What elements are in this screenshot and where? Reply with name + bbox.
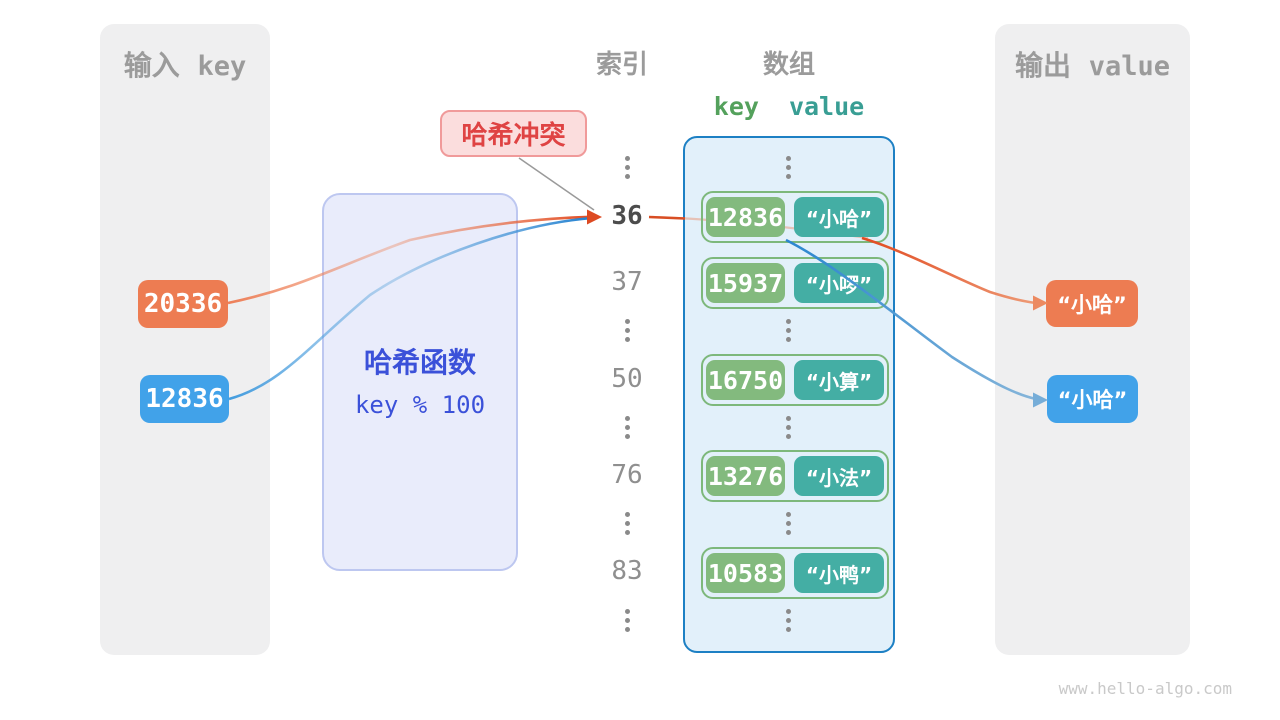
input-key-12836: 12836	[140, 375, 229, 423]
array-key: 15937	[706, 263, 785, 303]
output-title-latin: value	[1088, 51, 1171, 82]
array-key: 12836	[706, 197, 785, 237]
array-row: 16750 “小算”	[701, 354, 889, 406]
hash-function-box: 哈希函数 key % 100	[322, 193, 518, 571]
array-value: “小啰”	[794, 263, 884, 303]
input-panel-title: 输入 key	[100, 44, 270, 84]
output-value-orange: “小哈”	[1046, 280, 1138, 327]
hash-function-formula: key % 100	[354, 391, 486, 419]
watermark: www.hello-algo.com	[1058, 679, 1232, 698]
ellipsis-icon	[785, 156, 791, 179]
output-panel-title: 输出 value	[995, 44, 1190, 84]
ellipsis-icon	[624, 512, 630, 535]
ellipsis-icon	[785, 416, 791, 439]
hash-function-title: 哈希函数	[363, 346, 476, 379]
ellipsis-icon	[624, 319, 630, 342]
output-panel	[995, 24, 1190, 655]
array-value: “小算”	[794, 360, 884, 400]
input-panel	[100, 24, 270, 655]
index-36: 36	[611, 201, 643, 231]
array-key: 10583	[706, 553, 785, 593]
input-title-latin: key	[197, 51, 247, 82]
index-83: 83	[611, 556, 643, 586]
output-value-blue: “小哈”	[1047, 375, 1138, 423]
array-value: “小哈”	[794, 197, 884, 237]
output-title-cjk: 输出	[1014, 49, 1071, 82]
input-key-20336: 20336	[138, 280, 228, 328]
array-value: “小法”	[794, 456, 884, 496]
ellipsis-icon	[785, 512, 791, 535]
array-row: 10583 “小鸭”	[701, 547, 889, 599]
value-header-label: value	[788, 92, 865, 121]
index-37: 37	[611, 267, 643, 297]
array-key: 13276	[706, 456, 785, 496]
key-value-header: key value	[683, 92, 895, 121]
array-row: 13276 “小法”	[701, 450, 889, 502]
ellipsis-icon	[785, 609, 791, 632]
index-76: 76	[611, 460, 643, 490]
collision-pointer-line	[518, 157, 595, 211]
index-column-header: 索引	[595, 50, 648, 80]
input-title-cjk: 输入	[123, 49, 180, 82]
ellipsis-icon	[624, 156, 630, 179]
array-row: 15937 “小啰”	[701, 257, 889, 309]
array-value: “小鸭”	[794, 553, 884, 593]
array-row: 12836 “小哈”	[701, 191, 889, 243]
key-header-label: key	[713, 92, 759, 121]
index-50: 50	[611, 364, 643, 394]
ellipsis-icon	[624, 609, 630, 632]
collision-label: 哈希冲突	[440, 110, 587, 157]
ellipsis-icon	[624, 416, 630, 439]
array-key: 16750	[706, 360, 785, 400]
ellipsis-icon	[785, 319, 791, 342]
array-column-header: 数组	[762, 50, 815, 80]
